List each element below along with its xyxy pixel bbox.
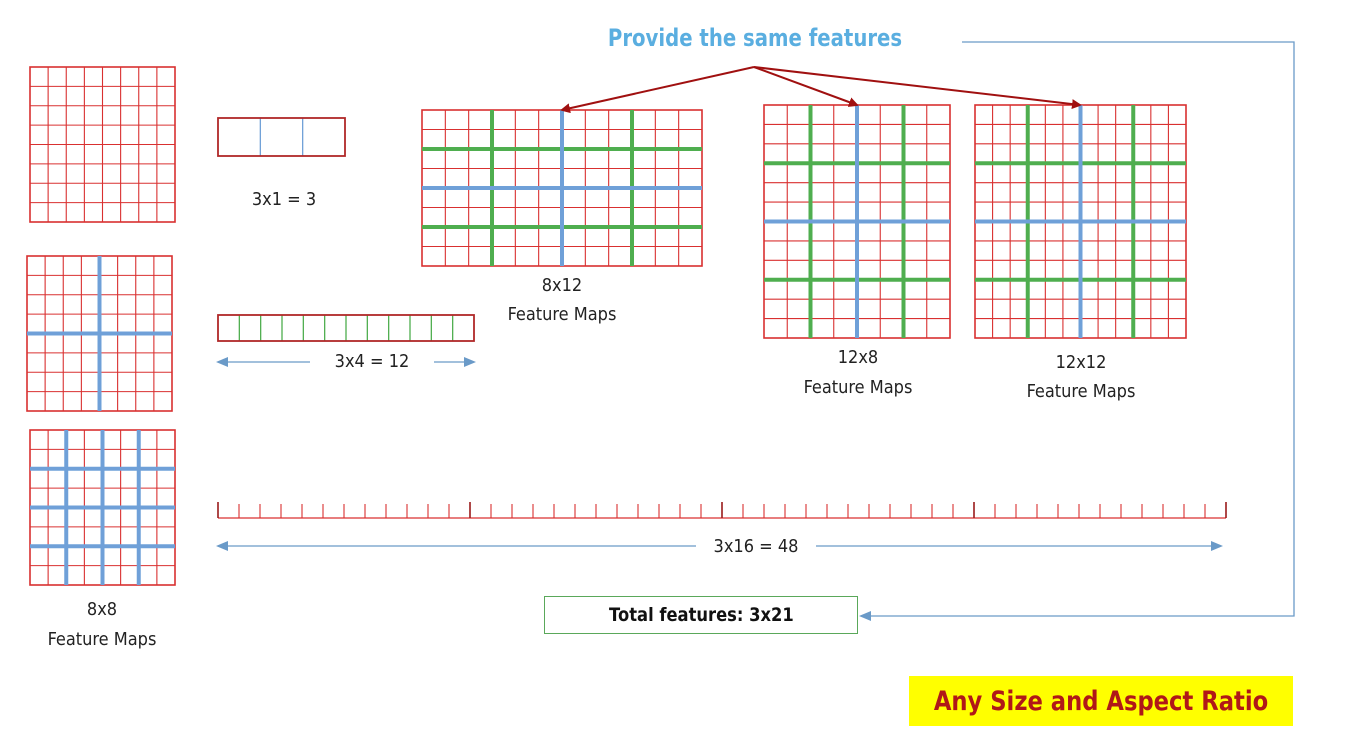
total-features-label: Total features: 3x21 xyxy=(608,604,794,626)
map-12x8-size: 12x8 xyxy=(837,347,879,368)
map-12x8-grid xyxy=(763,104,951,339)
arrow-to-12x12 xyxy=(753,66,1082,110)
vector-level2 xyxy=(217,314,475,342)
connector-to-total xyxy=(859,41,1295,621)
badge-label: Any Size and Aspect Ratio xyxy=(933,685,1269,717)
level1-label: 3x1 = 3 xyxy=(251,189,317,210)
map-12x8-caption: Feature Maps xyxy=(803,377,913,398)
vector-level1-frame xyxy=(217,117,346,157)
map-8x12-grid xyxy=(421,109,703,267)
map-8x8-level1 xyxy=(29,66,176,223)
total-features-box: Total features: 3x21 xyxy=(544,596,858,634)
level3-label: 3x16 = 48 xyxy=(696,536,816,558)
arrow-to-8x12 xyxy=(560,66,755,114)
map-12x12-grid xyxy=(974,104,1187,339)
map-8x12-size: 8x12 xyxy=(541,275,583,296)
map-8x8-caption: Feature Maps xyxy=(47,629,157,650)
map-8x8-level2 xyxy=(26,255,173,412)
map-12x12-size: 12x12 xyxy=(1055,352,1107,373)
map-12x12-caption: Feature Maps xyxy=(1026,381,1136,402)
map-8x12-caption: Feature Maps xyxy=(507,304,617,325)
map-8x8-level3 xyxy=(29,429,176,586)
vector-level3 xyxy=(217,502,1227,519)
badge-any-size: Any Size and Aspect Ratio xyxy=(909,676,1293,726)
level2-label: 3x4 = 12 xyxy=(310,351,434,373)
arrow-to-12x8 xyxy=(753,66,859,107)
vector-level1 xyxy=(217,117,346,157)
vector-level2-frame xyxy=(217,314,475,342)
page-title: Provide the same features xyxy=(607,24,903,52)
map-8x8-size: 8x8 xyxy=(86,599,118,620)
